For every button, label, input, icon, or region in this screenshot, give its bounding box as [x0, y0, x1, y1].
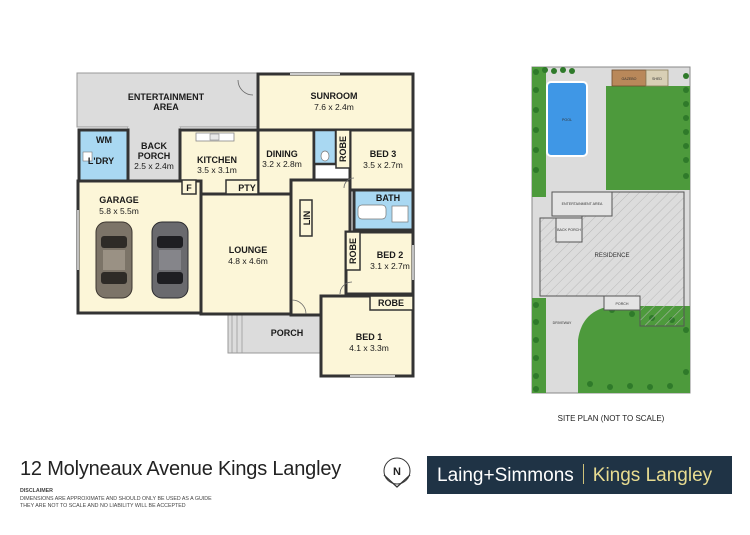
- site-label-pool: POOL: [562, 118, 572, 122]
- label-robe-bed1: ROBE: [378, 298, 404, 308]
- floor-plan: ENTERTAINMENT AREA SUNROOM 7.6 x 2.4m WM…: [76, 72, 415, 378]
- site-label-back-porch: BACK PORCH: [557, 228, 581, 232]
- left-lawn: [532, 67, 546, 197]
- label-lounge: LOUNGE: [229, 245, 268, 255]
- linen-shape: [299, 199, 313, 237]
- label-wm: WM: [96, 135, 112, 145]
- disclaimer-line-2: THEY ARE NOT TO SCALE AND NO LIABILITY W…: [20, 503, 186, 509]
- size-bed3: 3.5 x 2.7m: [363, 160, 403, 170]
- north-compass-icon: N: [380, 456, 414, 490]
- size-kitchen: 3.5 x 3.1m: [197, 165, 237, 175]
- compass-graphic: N: [383, 457, 411, 488]
- porch-steps: [231, 313, 243, 353]
- label-bed1: BED 1: [356, 332, 383, 342]
- room-labels: ENTERTAINMENT AREA SUNROOM 7.6 x 2.4m WM…: [88, 91, 410, 353]
- hedges: [533, 67, 689, 392]
- robe-bed2-shape: [345, 231, 361, 271]
- site-plan-caption: SITE PLAN (NOT TO SCALE): [558, 414, 665, 423]
- disclaimer-line-1: DIMENSIONS ARE APPROXIMATE AND SHOULD ON…: [20, 496, 212, 502]
- size-lounge: 4.8 x 4.6m: [228, 256, 268, 266]
- car-left: [95, 221, 133, 299]
- back-porch-shape: [128, 127, 180, 183]
- robe-bed1-shape: [369, 295, 414, 311]
- windows: [77, 73, 414, 377]
- doors: [237, 79, 355, 315]
- logo-divider: [582, 464, 584, 484]
- size-sunroom: 7.6 x 2.4m: [314, 102, 354, 112]
- label-entertainment-line2: AREA: [153, 102, 179, 112]
- laundry-tub: [82, 151, 93, 162]
- kitchen-sink: [209, 133, 220, 141]
- label-bath: BATH: [376, 193, 400, 203]
- label-back-porch-line2: PORCH: [138, 151, 171, 161]
- label-dining: DINING: [266, 149, 298, 159]
- front-lawn-left: [532, 298, 546, 393]
- label-bed3: BED 3: [370, 149, 397, 159]
- site-label-entertainment: ENTERTAINMENT AREA: [562, 202, 603, 206]
- site-label-residence: RESIDENCE: [594, 253, 629, 259]
- label-pty: PTY: [238, 183, 256, 193]
- pantry-shape: [225, 179, 259, 195]
- robe-bed3-shape: [335, 129, 351, 169]
- label-entertainment-line1: ENTERTAINMENT: [128, 92, 205, 102]
- porch-shape: [227, 312, 323, 354]
- rooms: [76, 72, 415, 378]
- agency-location: Kings Langley: [592, 465, 713, 486]
- site-label-gazebo: GAZEBO: [622, 77, 637, 81]
- size-garage: 5.8 x 5.5m: [99, 206, 139, 216]
- disclaimer-title: DISCLAIMER: [20, 488, 53, 494]
- site-porch-shape: [603, 295, 641, 311]
- label-bed2: BED 2: [377, 250, 404, 260]
- back-lawn: [606, 86, 690, 190]
- site-plan: GAZEBO SHED POOL ENTERTAINMENT AREA BACK…: [531, 66, 691, 423]
- size-back-porch: 2.5 x 2.4m: [134, 161, 174, 171]
- size-bed1: 4.1 x 3.3m: [349, 343, 389, 353]
- label-sunroom: SUNROOM: [311, 91, 358, 101]
- agency-logo-bar: Laing+Simmons Kings Langley: [427, 456, 732, 494]
- front-lawn-right: [578, 306, 690, 393]
- site-label-shed: SHED: [652, 77, 662, 81]
- fridge-shape: [181, 179, 197, 195]
- site-label-porch: PORCH: [616, 302, 629, 306]
- label-f: F: [186, 183, 192, 193]
- size-dining: 3.2 x 2.8m: [262, 159, 302, 169]
- site-label-driveway: DRIVEWAY: [553, 321, 572, 325]
- agency-name: Laing+Simmons: [437, 465, 574, 486]
- label-garage: GARAGE: [99, 195, 139, 205]
- shed-shape: [645, 69, 669, 87]
- label-robe-bed3: ROBE: [338, 136, 348, 162]
- pool-shape: [546, 81, 588, 157]
- property-address: 12 Molyneaux Avenue Kings Langley: [20, 458, 342, 480]
- bath-tub: [357, 204, 387, 220]
- compass-label: N: [393, 466, 401, 478]
- label-robe-bed2: ROBE: [348, 238, 358, 264]
- label-back-porch-line1: BACK: [141, 141, 167, 151]
- shower: [391, 205, 409, 223]
- agency-logo: Laing+Simmons Kings Langley: [437, 464, 712, 487]
- label-lin: LIN: [302, 211, 312, 226]
- car-right: [151, 221, 189, 299]
- label-porch: PORCH: [271, 328, 304, 338]
- label-kitchen: KITCHEN: [197, 155, 237, 165]
- size-bed2: 3.1 x 2.7m: [370, 261, 410, 271]
- toilet: [320, 150, 330, 162]
- label-ldry: L'DRY: [88, 156, 114, 166]
